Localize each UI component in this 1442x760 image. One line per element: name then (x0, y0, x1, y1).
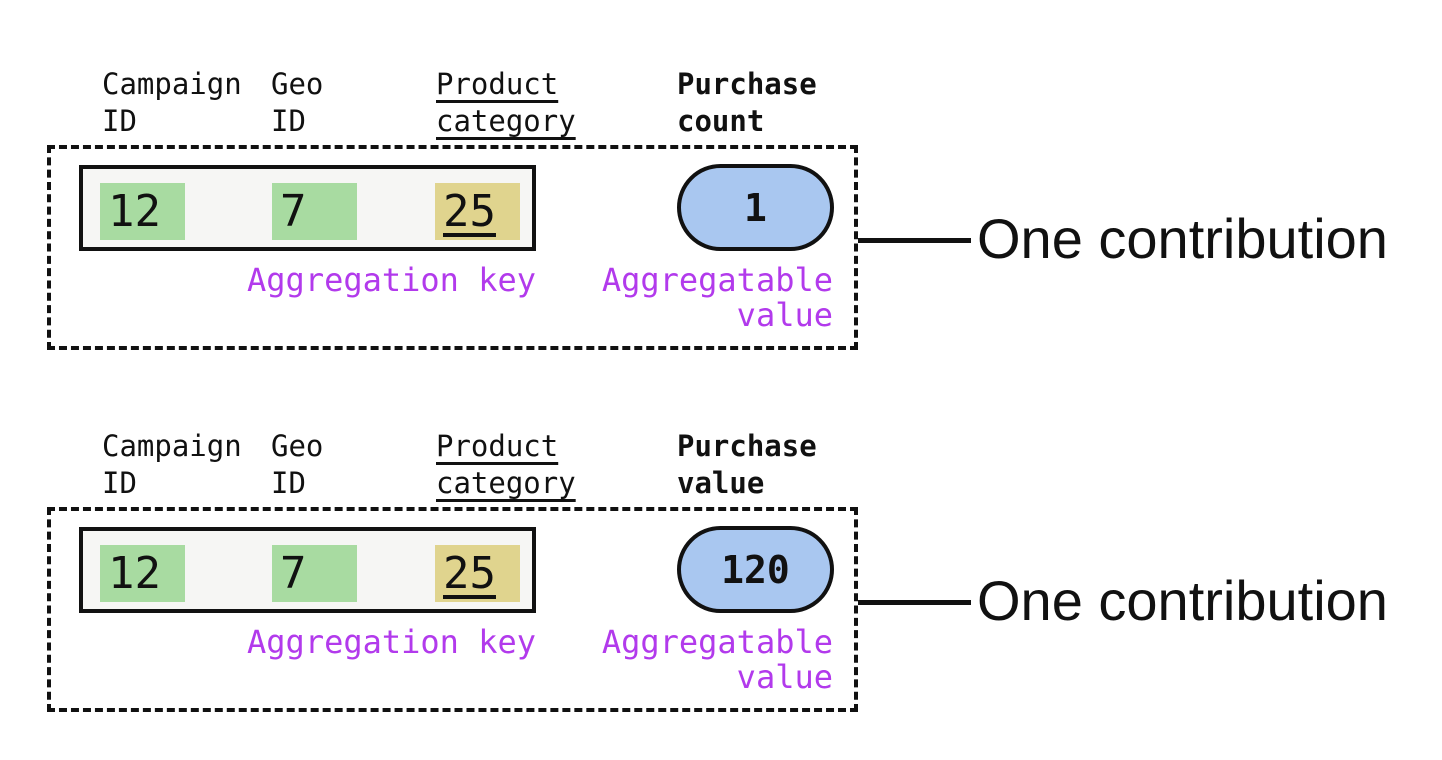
column-header-product-category: Product category (436, 67, 576, 138)
one-contribution-callout: One contribution (977, 207, 1388, 270)
column-header-product-category: Product category (436, 429, 576, 500)
aggregation-key-label: Aggregation key (247, 623, 536, 661)
aggregatable-value-label: Aggregatable value (601, 261, 833, 334)
column-header-campaign-id: Campaign ID (102, 67, 242, 138)
cell-campaign-id: 12 (100, 545, 185, 602)
contribution-boundary-box (47, 507, 858, 712)
record-row: 12 7 25 (79, 165, 536, 251)
geo-id-value: 7 (280, 185, 307, 237)
product-category-value: 25 (443, 185, 496, 237)
column-header-purchase-count: Purchase count (677, 67, 817, 138)
geo-id-value: 7 (280, 547, 307, 599)
campaign-id-value: 12 (108, 547, 161, 599)
cell-campaign-id: 12 (100, 183, 185, 240)
column-header-purchase-value: Purchase value (677, 429, 817, 500)
column-header-campaign-id: Campaign ID (102, 429, 242, 500)
callout-connector-line (858, 600, 971, 605)
aggregatable-value-label: Aggregatable value (601, 623, 833, 696)
one-contribution-callout: One contribution (977, 569, 1388, 632)
product-category-value: 25 (443, 547, 496, 599)
cell-geo-id: 7 (272, 183, 357, 240)
record-row: 12 7 25 (79, 527, 536, 613)
contribution-diagram-purchase-value: Campaign ID Geo ID Product category Purc… (0, 362, 1442, 742)
column-header-geo-id: Geo ID (271, 67, 324, 138)
aggregation-key-label: Aggregation key (247, 261, 536, 299)
contribution-boundary-box (47, 145, 858, 350)
callout-connector-line (858, 238, 971, 243)
column-header-geo-id: Geo ID (271, 429, 324, 500)
aggregatable-value-number: 1 (744, 185, 767, 230)
cell-geo-id: 7 (272, 545, 357, 602)
cell-product-category: 25 (435, 183, 520, 240)
campaign-id-value: 12 (108, 185, 161, 237)
aggregatable-value-pill: 120 (677, 526, 834, 613)
cell-product-category: 25 (435, 545, 520, 602)
contribution-diagram-purchase-count: Campaign ID Geo ID Product category Purc… (47, 67, 1388, 350)
aggregatable-value-number: 120 (721, 547, 790, 592)
aggregatable-value-pill: 1 (677, 164, 834, 251)
